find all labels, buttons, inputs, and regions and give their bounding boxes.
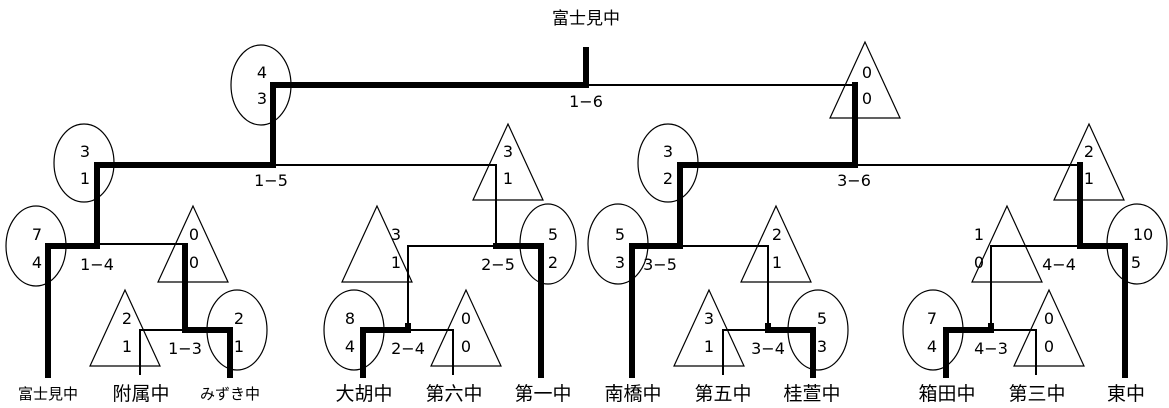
score: 0 xyxy=(862,89,872,108)
loser-markers xyxy=(89,40,1125,367)
scores: 4 3 0 0 3 1 3 1 3 2 2 1 7 4 0 0 5 2 3 1 … xyxy=(32,63,1153,356)
team-name: 東中 xyxy=(1107,383,1145,405)
score: 3 xyxy=(80,142,90,161)
score: 3 xyxy=(704,309,714,328)
team-name: 大胡中 xyxy=(335,383,392,405)
score: 3 xyxy=(257,89,267,108)
team-name: 第一中 xyxy=(514,383,571,405)
score: 3 xyxy=(817,337,827,356)
r1-3-4-result: 3−4 xyxy=(751,339,785,358)
score: 8 xyxy=(345,309,355,328)
qf-1-4-result: 1−4 xyxy=(80,255,114,274)
score: 5 xyxy=(615,225,625,244)
qf-4-4-result: 4−4 xyxy=(1042,255,1076,274)
team-name: 第三中 xyxy=(1008,383,1065,405)
score: 3 xyxy=(663,142,673,161)
score: 1 xyxy=(503,169,513,188)
score: 3 xyxy=(615,253,625,272)
losing-paths xyxy=(97,84,1081,375)
score: 4 xyxy=(927,337,937,356)
score: 3 xyxy=(391,225,401,244)
qf-2-5-result: 2−5 xyxy=(481,255,515,274)
score: 0 xyxy=(461,309,471,328)
score: 1 xyxy=(391,253,401,272)
score: 0 xyxy=(189,253,199,272)
r1-4-3-result: 4−3 xyxy=(974,339,1008,358)
qf-3-5-result: 3−5 xyxy=(643,255,677,274)
champion-label: 富士見中 xyxy=(552,9,620,29)
score: 1 xyxy=(1084,169,1094,188)
team-name: 桂萱中 xyxy=(783,383,840,405)
team-name: みずき中 xyxy=(200,385,260,403)
match-results: 1−6 1−5 3−6 1−4 2−5 3−5 4−4 1−3 2−4 3−4 … xyxy=(80,92,1076,358)
team-name: 富士見中 xyxy=(18,385,78,403)
score: 2 xyxy=(1084,142,1094,161)
r1-1-3-result: 1−3 xyxy=(168,339,202,358)
team-name: 第六中 xyxy=(425,383,482,405)
winner-markers xyxy=(5,44,1168,371)
team-name: 箱田中 xyxy=(918,383,975,405)
r1-2-4-result: 2−4 xyxy=(391,339,425,358)
team-name: 附属中 xyxy=(112,383,169,405)
winning-paths xyxy=(45,47,1128,378)
score: 3 xyxy=(503,142,513,161)
score: 5 xyxy=(1131,253,1141,272)
score: 0 xyxy=(1044,309,1054,328)
score: 1 xyxy=(80,169,90,188)
team-names: 富士見中 附属中 みずき中 大胡中 第六中 第一中 南橋中 第五中 桂萱中 箱田… xyxy=(18,383,1145,405)
score: 2 xyxy=(122,309,132,328)
score: 7 xyxy=(32,225,42,244)
score: 0 xyxy=(1044,337,1054,356)
score: 1 xyxy=(234,337,244,356)
score: 1 xyxy=(974,225,984,244)
score: 0 xyxy=(862,63,872,82)
semi-left-result: 1−5 xyxy=(254,171,288,190)
score: 2 xyxy=(772,225,782,244)
score: 2 xyxy=(663,169,673,188)
score: 5 xyxy=(548,225,558,244)
score: 5 xyxy=(817,309,827,328)
final-result: 1−6 xyxy=(569,92,603,111)
score: 2 xyxy=(548,253,558,272)
score: 4 xyxy=(345,337,355,356)
score: 0 xyxy=(974,253,984,272)
score: 7 xyxy=(927,309,937,328)
score: 0 xyxy=(189,225,199,244)
score: 1 xyxy=(122,337,132,356)
score: 4 xyxy=(257,63,267,82)
score: 0 xyxy=(461,337,471,356)
score: 10 xyxy=(1133,225,1153,244)
team-name: 南橋中 xyxy=(604,383,661,405)
score: 1 xyxy=(704,337,714,356)
team-name: 第五中 xyxy=(694,383,751,405)
semi-right-result: 3−6 xyxy=(837,171,871,190)
score: 1 xyxy=(772,253,782,272)
score: 4 xyxy=(32,253,42,272)
score: 2 xyxy=(234,309,244,328)
